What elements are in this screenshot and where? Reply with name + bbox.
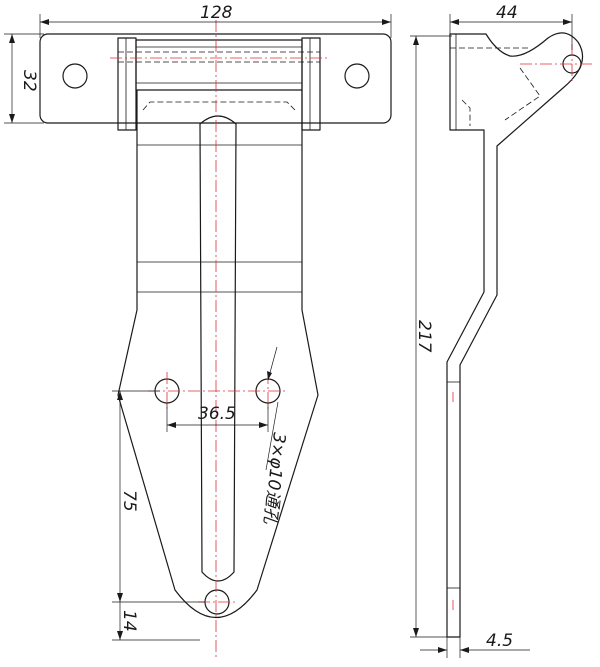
- hinge-barrel: [135, 39, 303, 91]
- side-view: [446, 32, 592, 638]
- dim-overall-width: 128: [200, 3, 233, 23]
- strap-outline: [117, 90, 319, 618]
- dimension-32: 32: [4, 33, 44, 124]
- side-profile: [446, 32, 584, 638]
- dimension-217: 217: [410, 35, 452, 638]
- right-ear-hole: [344, 63, 370, 89]
- dim-hole-spacing: 36.5: [198, 404, 236, 424]
- dim-side-depth: 44: [496, 3, 518, 23]
- dim-hole-note: 3×φ10通孔: [259, 431, 289, 525]
- center-rib: [199, 115, 237, 582]
- dimension-4-5: 4.5: [420, 631, 530, 658]
- dim-leaf-height: 32: [19, 70, 39, 92]
- dimension-128: 128: [39, 3, 392, 38]
- dimension-36-5: 36.5: [166, 403, 269, 432]
- hole-callout: 3×φ10通孔: [259, 346, 289, 526]
- dimension-44: 44: [449, 3, 573, 50]
- dim-overall-length: 217: [414, 320, 434, 353]
- left-ear-hole: [62, 63, 88, 89]
- dim-thickness: 4.5: [486, 631, 513, 651]
- dimension-14: 14: [112, 602, 200, 641]
- dim-hole-offset: 14: [119, 610, 139, 632]
- front-view: [39, 20, 392, 660]
- dim-hole-to-hole: 75: [119, 490, 139, 512]
- dimension-75: 75: [112, 390, 205, 603]
- top-plate: [39, 33, 392, 124]
